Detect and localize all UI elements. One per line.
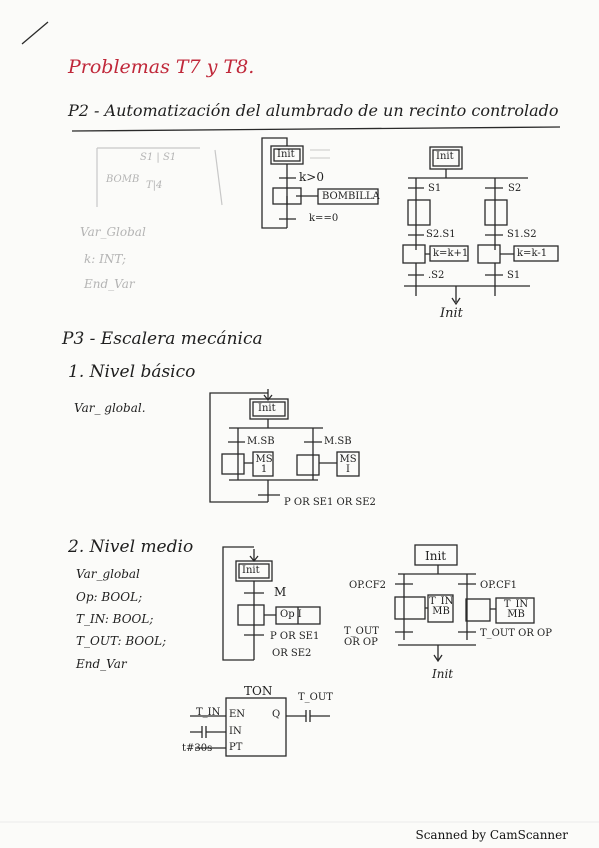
p2-grafcet-2	[402, 146, 559, 306]
m2-right-out: T_OUT OR OP	[480, 628, 552, 639]
m2-init-label: Init	[425, 549, 447, 563]
m2-right-action: T_IN MB	[503, 599, 529, 620]
basic-left-action: MS 1	[255, 454, 273, 475]
g2-c1: S2.S1	[426, 229, 456, 240]
ton-label: TON	[244, 684, 273, 698]
ton-time: t#30s	[182, 743, 213, 754]
ton-pt: PT	[229, 742, 243, 753]
medium-var-1: Var_global	[76, 567, 140, 581]
medium-grafcet-1	[222, 546, 321, 661]
p2-faded-label-3: T|4	[146, 180, 163, 191]
m2-left-out: T_OUT OR OP	[344, 626, 379, 648]
ton-in: IN	[229, 726, 242, 737]
m1-cond3: OR SE2	[272, 648, 312, 659]
ton-out-label: T_OUT	[298, 692, 333, 703]
g2-c3: .S2	[428, 270, 445, 281]
medium-var-3: T_IN: BOOL;	[76, 612, 154, 626]
p2-faded-var-2: k: INT;	[84, 252, 126, 266]
g2-c2: S1.S2	[507, 229, 537, 240]
m2-return: Init	[432, 667, 454, 681]
m1-init-label: Init	[242, 565, 260, 576]
ton-in-label: T_IN	[196, 707, 221, 718]
medium-var-4: T_OUT: BOOL;	[76, 634, 167, 648]
ton-q: Q	[272, 709, 281, 720]
m1-action: Op I	[280, 609, 302, 620]
p3-basic-heading: 1. Nivel básico	[68, 362, 196, 382]
g2-c4: S1	[507, 270, 521, 281]
basic-final-cond: P OR SE1 OR SE2	[284, 497, 376, 508]
ton-en: EN	[229, 709, 246, 720]
basic-init-label: Init	[258, 403, 276, 414]
g2-s1: S1	[428, 183, 442, 194]
m2-right-cond: OP.CF1	[480, 580, 518, 591]
scanner-footer: Scanned by CamScanner	[415, 828, 568, 842]
page-title: Problemas T7 y T8.	[68, 56, 255, 78]
basic-grafcet	[209, 389, 360, 503]
ton-block	[190, 697, 330, 757]
basic-right-action: MS I	[339, 454, 357, 475]
p2-faded-label-1: S1 | S1	[140, 152, 177, 163]
g1-cond1: k>0	[299, 170, 324, 184]
g2-init-label: Init	[436, 151, 454, 162]
g1-action: BOMBILLA	[322, 191, 380, 202]
g2-a1: k=k+1	[433, 248, 469, 259]
p2-heading: P2 - Automatización del alumbrado de un …	[68, 101, 559, 120]
medium-var-5: End_Var	[76, 657, 127, 671]
m1-cond2: P OR SE1	[270, 631, 320, 642]
m1-cond1: M	[274, 585, 287, 599]
p3-basic-var: Var_ global.	[74, 401, 146, 415]
p2-faded-var-3: End_Var	[84, 277, 135, 291]
m2-left-cond: OP.CF2	[349, 580, 387, 591]
p3-heading: P3 - Escalera mecánica	[62, 329, 263, 349]
g1-init-label: Init	[277, 149, 295, 160]
medium-grafcet-2	[394, 544, 535, 663]
basic-right-cond: M.SB	[324, 436, 352, 447]
g1-cond2: k==0	[309, 213, 339, 224]
basic-left-cond: M.SB	[247, 436, 275, 447]
p2-faded-label-2: BOMB	[106, 174, 140, 185]
g2-a2: k=k-1	[517, 248, 548, 259]
medium-var-2: Op: BOOL;	[76, 590, 143, 604]
p2-grafcet-1	[261, 137, 379, 229]
g2-s2: S2	[508, 183, 522, 194]
g2-return: Init	[440, 306, 463, 321]
p2-faded-var-1: Var_Global	[80, 225, 146, 239]
m2-left-action: T_IN MB	[429, 596, 454, 617]
p3-medium-heading: 2. Nivel medio	[68, 537, 194, 557]
